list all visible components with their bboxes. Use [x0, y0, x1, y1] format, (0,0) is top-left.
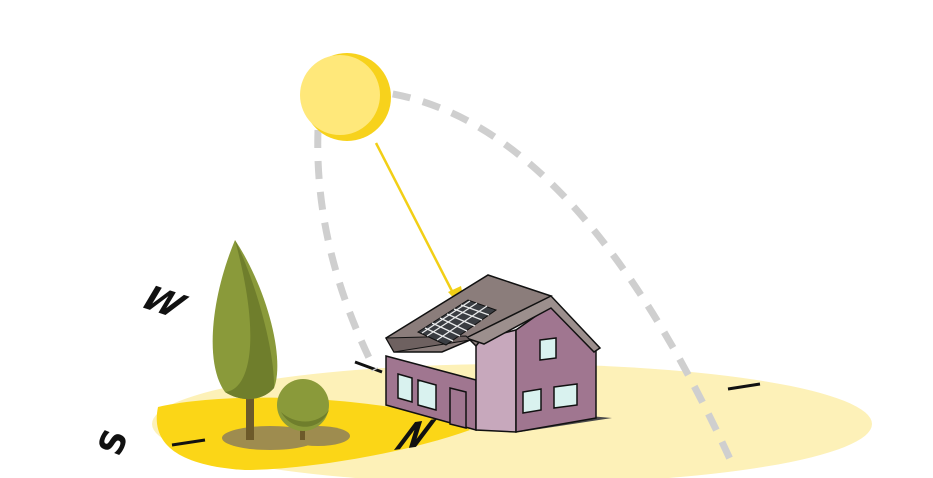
- sun-path-east: [314, 129, 379, 372]
- house-window-4: [553, 383, 578, 409]
- sun-ray-arrow: [374, 142, 466, 311]
- house-window-3: [522, 388, 542, 414]
- house-window-attic: [539, 337, 557, 361]
- cypress-tree-icon: [212, 240, 278, 440]
- compass-line-west: [354, 360, 383, 374]
- house-door: [449, 387, 467, 429]
- compass-letter-s: S: [91, 424, 137, 462]
- sun-icon: [300, 53, 391, 141]
- house-window-1: [397, 373, 413, 403]
- house-window-2: [417, 379, 437, 411]
- compass-letter-w: W: [130, 281, 195, 324]
- compass-line-south: [171, 438, 206, 447]
- sun-path-high: [361, 86, 739, 472]
- compass-line-north: [727, 382, 761, 391]
- house-icon: [384, 274, 612, 433]
- house-roof-gable: [464, 295, 602, 353]
- round-tree-icon: [277, 379, 329, 440]
- house-wall-gable: [515, 305, 597, 433]
- solar-panel-icon: [416, 299, 498, 346]
- house-wall-front: [475, 329, 517, 433]
